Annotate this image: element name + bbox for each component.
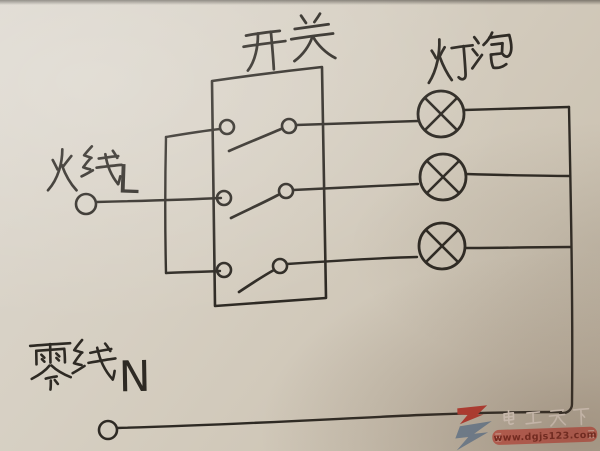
- watermark-brand-text: [503, 407, 590, 427]
- switch-1-right-terminal: [280, 117, 298, 135]
- bulb-2-right-wire: [464, 172, 572, 178]
- watermark-url-band: [492, 426, 598, 445]
- bulb-1: [416, 89, 571, 139]
- live-bus-stub-bottom: [164, 269, 222, 275]
- bulb-3-right-wire: [464, 245, 573, 250]
- live-bus-stub-top: [164, 127, 222, 139]
- label-live-wire: L: [46, 145, 141, 203]
- watermark: www.dgjs123.com: [455, 405, 598, 451]
- switch-2-output-wire: [291, 182, 420, 192]
- band-decoration-left: [495, 433, 502, 442]
- label-neutral-wire: N: [28, 338, 151, 403]
- switch-3-left-terminal: [215, 261, 233, 279]
- switch-3-output-wire: [285, 255, 419, 266]
- switch-box-outline: [210, 65, 328, 308]
- switch-1-lever: [227, 127, 283, 153]
- switch-enclosure: [210, 65, 328, 308]
- switch-3-lever: [237, 268, 276, 294]
- live-bus-vertical: [164, 135, 168, 275]
- bulb-3-globe: [417, 221, 467, 271]
- switch-2: [215, 182, 420, 220]
- bulb-3-cross: [424, 228, 460, 264]
- live-wire-circuit: [74, 127, 223, 275]
- watermark-logo-red-icon: [457, 405, 488, 425]
- bulb-2-cross: [425, 159, 461, 195]
- neutral-wire-line: [115, 410, 563, 430]
- right-bus-wire: [558, 105, 574, 415]
- watermark-url-text: www.dgjs123.com: [493, 429, 597, 444]
- bulb-2: [418, 152, 572, 202]
- svg-text:N: N: [118, 353, 151, 403]
- watermark-url-badge: www.dgjs123.com: [492, 426, 598, 445]
- watermark-logo-blue-icon: [455, 421, 492, 451]
- bulb-1-cross: [423, 96, 459, 132]
- switch-1: [218, 117, 420, 153]
- switch-3-right-terminal: [271, 257, 289, 275]
- switch-3: [215, 255, 419, 294]
- switch-2-left-terminal: [215, 189, 233, 207]
- bulb-1-right-wire: [462, 105, 571, 112]
- bulb-3: [417, 221, 573, 271]
- svg-text:L: L: [117, 157, 141, 203]
- label-switch-box: [242, 12, 337, 72]
- return-circuit: [97, 105, 574, 441]
- switch-1-output-wire: [294, 119, 420, 127]
- neutral-wire-terminal: [97, 419, 119, 441]
- bulb-1-globe: [416, 89, 466, 139]
- live-feed-wire: [94, 196, 223, 204]
- switch-1-left-terminal: [218, 118, 236, 136]
- bulb-2-globe: [418, 152, 468, 202]
- band-decoration-right: [588, 430, 595, 439]
- live-wire-terminal: [74, 192, 98, 216]
- switch-2-lever: [229, 193, 280, 220]
- watermark-logo: [455, 405, 492, 451]
- switch-2-right-terminal: [277, 182, 295, 200]
- label-bulbs: [427, 31, 513, 85]
